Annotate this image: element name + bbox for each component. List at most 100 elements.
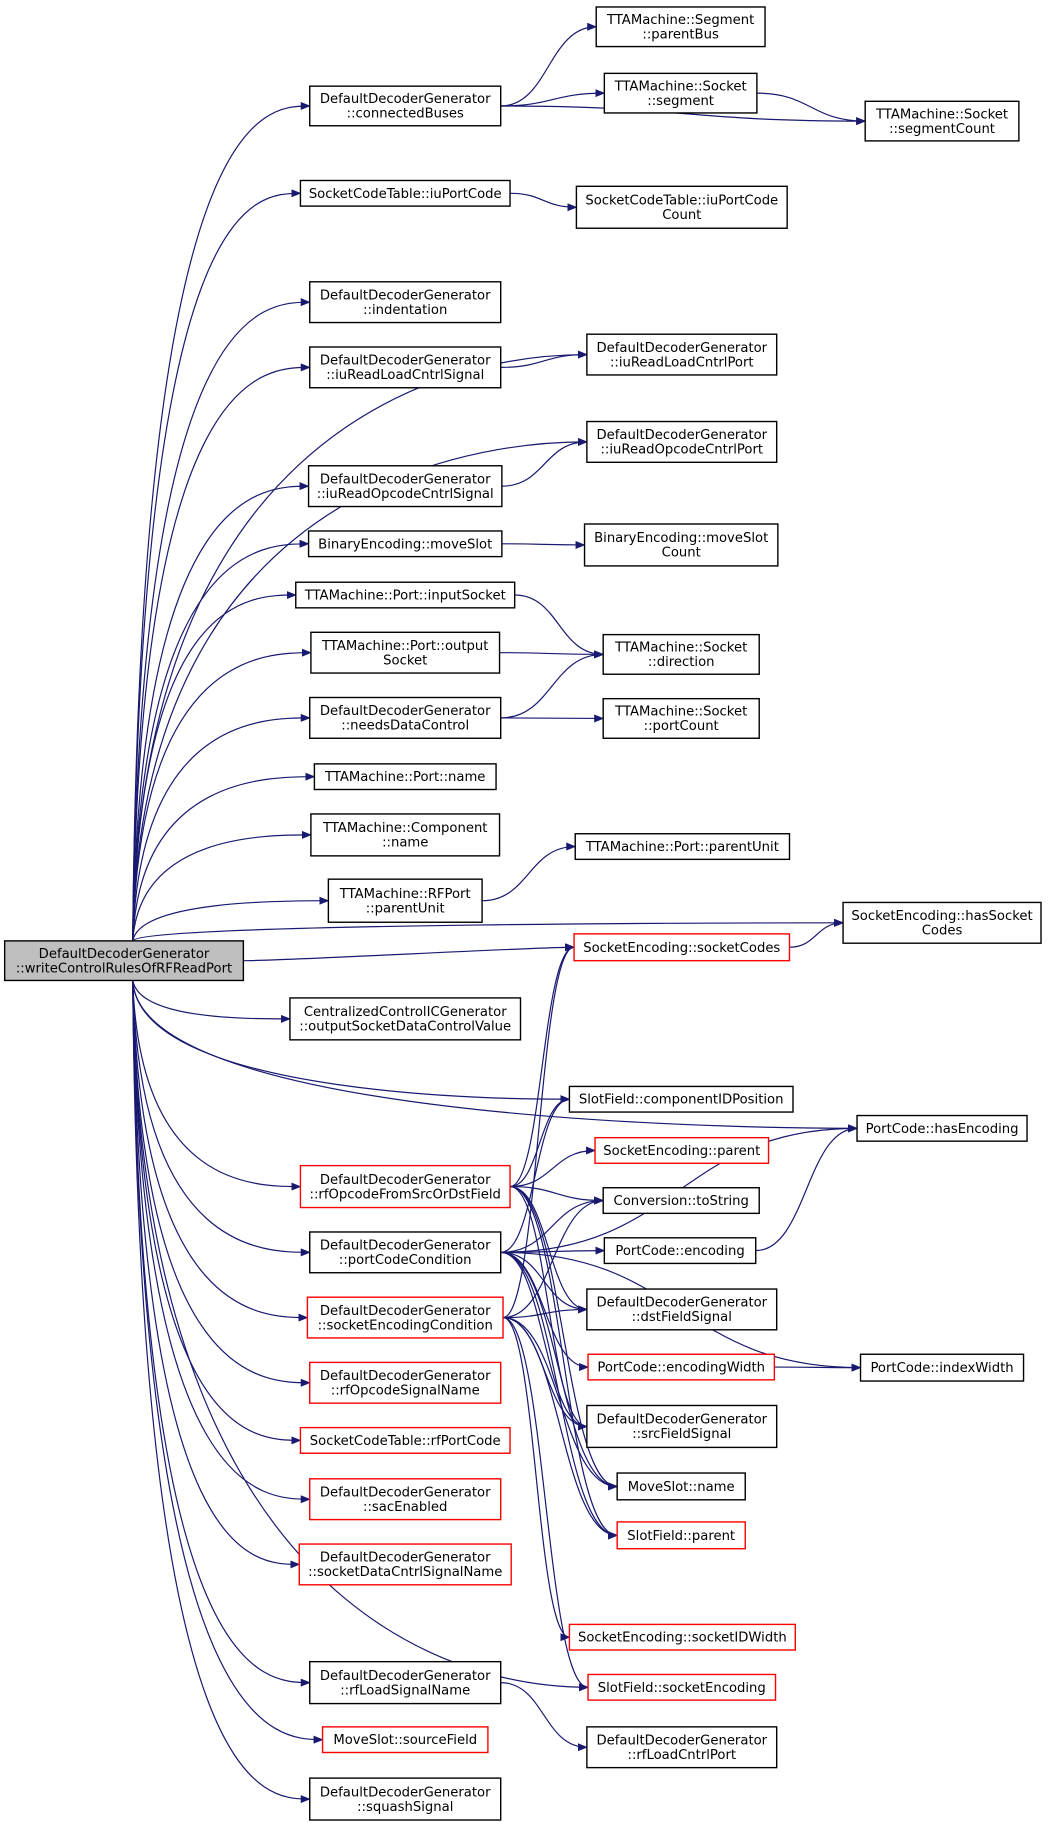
node-box[interactable] <box>603 72 758 114</box>
node-box[interactable] <box>306 1296 504 1339</box>
node-box[interactable] <box>583 523 779 567</box>
node-n10[interactable]: DefaultDecoderGenerator::iuReadOpcodeCnt… <box>586 420 778 463</box>
node-box[interactable] <box>307 465 503 508</box>
node-box[interactable] <box>574 833 791 861</box>
node-box[interactable] <box>307 530 503 558</box>
node-box[interactable] <box>602 1187 760 1215</box>
node-root[interactable]: DefaultDecoderGenerator::writeControlRul… <box>3 940 245 982</box>
node-box[interactable] <box>289 997 522 1041</box>
node-n48[interactable]: DefaultDecoderGenerator::rfLoadCntrlPort <box>586 1726 778 1769</box>
node-n24[interactable]: SocketEncoding::socketCodes <box>573 933 791 962</box>
node-box[interactable] <box>568 1623 797 1651</box>
node-box[interactable] <box>586 333 778 376</box>
node-box[interactable] <box>309 1231 502 1274</box>
node-box[interactable] <box>309 1777 502 1821</box>
node-n42[interactable]: SlotField::parent <box>616 1521 746 1550</box>
node-box[interactable] <box>310 631 501 674</box>
node-box[interactable] <box>309 346 502 389</box>
node-n3[interactable]: TTAMachine::Socket::segment <box>603 72 758 114</box>
node-n2[interactable]: TTAMachine::Segment::parentBus <box>595 6 766 48</box>
node-n5[interactable]: SocketCodeTable::iuPortCode <box>299 179 511 207</box>
node-n28[interactable]: SocketEncoding::parent <box>594 1136 770 1164</box>
node-n33[interactable]: DefaultDecoderGenerator::socketEncodingC… <box>306 1296 504 1339</box>
node-n40[interactable]: MoveSlot::name <box>616 1472 746 1501</box>
node-n36[interactable]: PortCode::indexWidth <box>859 1353 1025 1382</box>
node-n39[interactable]: SocketCodeTable::rfPortCode <box>299 1426 511 1454</box>
node-box[interactable] <box>299 1426 511 1454</box>
node-n7[interactable]: DefaultDecoderGenerator::indentation <box>309 281 502 324</box>
node-box[interactable] <box>575 185 788 229</box>
node-box[interactable] <box>313 763 497 791</box>
node-n43[interactable]: DefaultDecoderGenerator::socketDataCntrl… <box>298 1543 512 1586</box>
node-box[interactable] <box>586 1726 778 1769</box>
node-n46[interactable]: SlotField::socketEncoding <box>587 1673 777 1701</box>
node-n31[interactable]: DefaultDecoderGenerator::portCodeConditi… <box>309 1231 502 1274</box>
node-box[interactable] <box>299 179 511 207</box>
node-box[interactable] <box>842 901 1042 944</box>
node-n4[interactable]: TTAMachine::Socket::segmentCount <box>864 100 1020 142</box>
node-box[interactable] <box>309 1660 502 1705</box>
node-n30[interactable]: Conversion::toString <box>602 1187 760 1215</box>
node-n26[interactable]: SlotField::componentIDPosition <box>568 1085 794 1113</box>
node-box[interactable] <box>295 581 516 609</box>
node-box[interactable] <box>587 1353 776 1381</box>
node-box[interactable] <box>594 1136 770 1164</box>
node-box[interactable] <box>299 1164 511 1209</box>
node-box[interactable] <box>298 1543 512 1586</box>
node-n8[interactable]: DefaultDecoderGenerator::iuReadLoadCntrl… <box>586 333 778 376</box>
node-n1[interactable]: DefaultDecoderGenerator::connectedBuses <box>309 85 502 127</box>
node-box[interactable] <box>586 1288 778 1331</box>
node-n21[interactable]: TTAMachine::Port::parentUnit <box>574 833 791 861</box>
node-n17[interactable]: DefaultDecoderGenerator::needsDataContro… <box>309 696 502 739</box>
node-n22[interactable]: TTAMachine::RFPort::parentUnit <box>327 878 483 923</box>
node-n14[interactable]: TTAMachine::Port::inputSocket <box>295 581 516 609</box>
node-n49[interactable]: DefaultDecoderGenerator::squashSignal <box>309 1777 502 1821</box>
node-n15[interactable]: TTAMachine::Port::outputSocket <box>310 631 501 674</box>
node-box[interactable] <box>309 1478 502 1521</box>
node-n25[interactable]: CentralizedControlICGenerator::outputSoc… <box>289 997 522 1041</box>
node-n12[interactable]: BinaryEncoding::moveSlot <box>307 530 503 558</box>
node-box[interactable] <box>864 100 1020 142</box>
node-box[interactable] <box>587 1673 777 1701</box>
node-n34[interactable]: DefaultDecoderGenerator::dstFieldSignal <box>586 1288 778 1331</box>
node-box[interactable] <box>309 696 502 739</box>
node-n45[interactable]: DefaultDecoderGenerator::rfLoadSignalNam… <box>309 1660 502 1705</box>
node-n9[interactable]: DefaultDecoderGenerator::iuReadLoadCntrl… <box>309 346 502 389</box>
node-n47[interactable]: MoveSlot::sourceField <box>321 1726 489 1754</box>
node-box[interactable] <box>856 1114 1028 1142</box>
node-box[interactable] <box>595 6 766 48</box>
node-box[interactable] <box>616 1472 746 1501</box>
node-box[interactable] <box>310 813 501 857</box>
node-n35[interactable]: PortCode::encodingWidth <box>587 1353 776 1381</box>
node-n37[interactable]: DefaultDecoderGenerator::rfOpcodeSignalN… <box>309 1361 502 1404</box>
node-box[interactable] <box>603 1237 757 1265</box>
node-box[interactable] <box>859 1353 1025 1382</box>
node-box[interactable] <box>602 633 760 675</box>
node-n27[interactable]: PortCode::hasEncoding <box>856 1114 1028 1142</box>
node-box[interactable] <box>309 85 502 127</box>
node-box[interactable] <box>321 1726 489 1754</box>
node-box[interactable] <box>3 940 245 982</box>
node-box[interactable] <box>586 420 778 463</box>
node-n16[interactable]: TTAMachine::Socket::direction <box>602 633 760 675</box>
node-n32[interactable]: PortCode::encoding <box>603 1237 757 1265</box>
node-n29[interactable]: DefaultDecoderGenerator::rfOpcodeFromSrc… <box>299 1164 511 1209</box>
node-n18[interactable]: TTAMachine::Socket::portCount <box>602 697 760 739</box>
node-box[interactable] <box>568 1085 794 1113</box>
node-box[interactable] <box>602 697 760 739</box>
node-n20[interactable]: TTAMachine::Component::name <box>310 813 501 857</box>
node-n19[interactable]: TTAMachine::Port::name <box>313 763 497 791</box>
node-box[interactable] <box>586 1404 778 1449</box>
node-box[interactable] <box>573 933 791 962</box>
node-n38[interactable]: DefaultDecoderGenerator::srcFieldSignal <box>586 1404 778 1449</box>
node-box[interactable] <box>327 878 483 923</box>
node-box[interactable] <box>616 1521 746 1550</box>
node-n44[interactable]: SocketEncoding::socketIDWidth <box>568 1623 797 1651</box>
node-n11[interactable]: DefaultDecoderGenerator::iuReadOpcodeCnt… <box>307 465 503 508</box>
node-n41[interactable]: DefaultDecoderGenerator::sacEnabled <box>309 1478 502 1521</box>
node-box[interactable] <box>309 281 502 324</box>
node-box[interactable] <box>309 1361 502 1404</box>
